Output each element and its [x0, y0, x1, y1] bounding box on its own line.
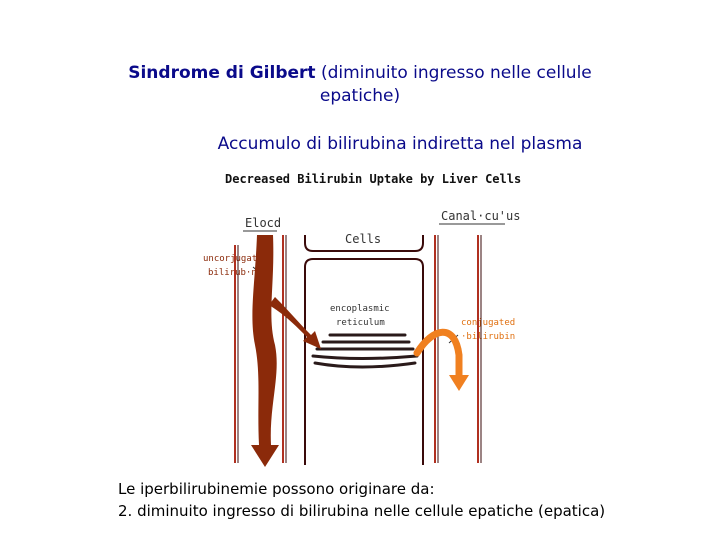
- figure-heading: Decreased Bilirubin Uptake by Liver Cell…: [225, 172, 521, 186]
- uptake-arrow: [269, 297, 321, 349]
- cells-label: Cells: [345, 232, 381, 246]
- er-label-line1: encoplasmic: [330, 304, 390, 314]
- footer-line2: 2. diminuito ingresso di bilirubina nell…: [118, 500, 605, 522]
- conjugated-label-line2: ·bilirubin: [461, 332, 515, 342]
- blood-label: Elocd: [245, 216, 281, 230]
- unconjugated-label-line2: bilirub·n: [208, 268, 257, 278]
- canaliculus-label: Canal·cu'us: [441, 209, 520, 223]
- er-label-line2: reticulum: [336, 318, 385, 328]
- title-rest-line1: (diminuito ingresso nelle cellule: [321, 63, 592, 83]
- slide-footer: Le iperbilirubinemie possono originare d…: [118, 478, 605, 522]
- title-bold: Sindrome di Gilbert: [128, 63, 315, 83]
- title-rest-line2: epatiche): [320, 86, 400, 106]
- endoplasmic-reticulum: [313, 335, 417, 367]
- slide-subtitle: Accumulo di bilirubina indiretta nel pla…: [0, 134, 720, 154]
- conjugated-label-line1: conjugated: [461, 318, 515, 328]
- bilirubin-uptake-diagram: Decreased Bilirubin Uptake by Liver Cell…: [195, 165, 525, 470]
- unconjugated-bilirubin-flow: [251, 235, 279, 467]
- footer-line1: Le iperbilirubinemie possono originare d…: [118, 478, 605, 500]
- slide-title: Sindrome di Gilbert (diminuito ingresso …: [0, 62, 720, 108]
